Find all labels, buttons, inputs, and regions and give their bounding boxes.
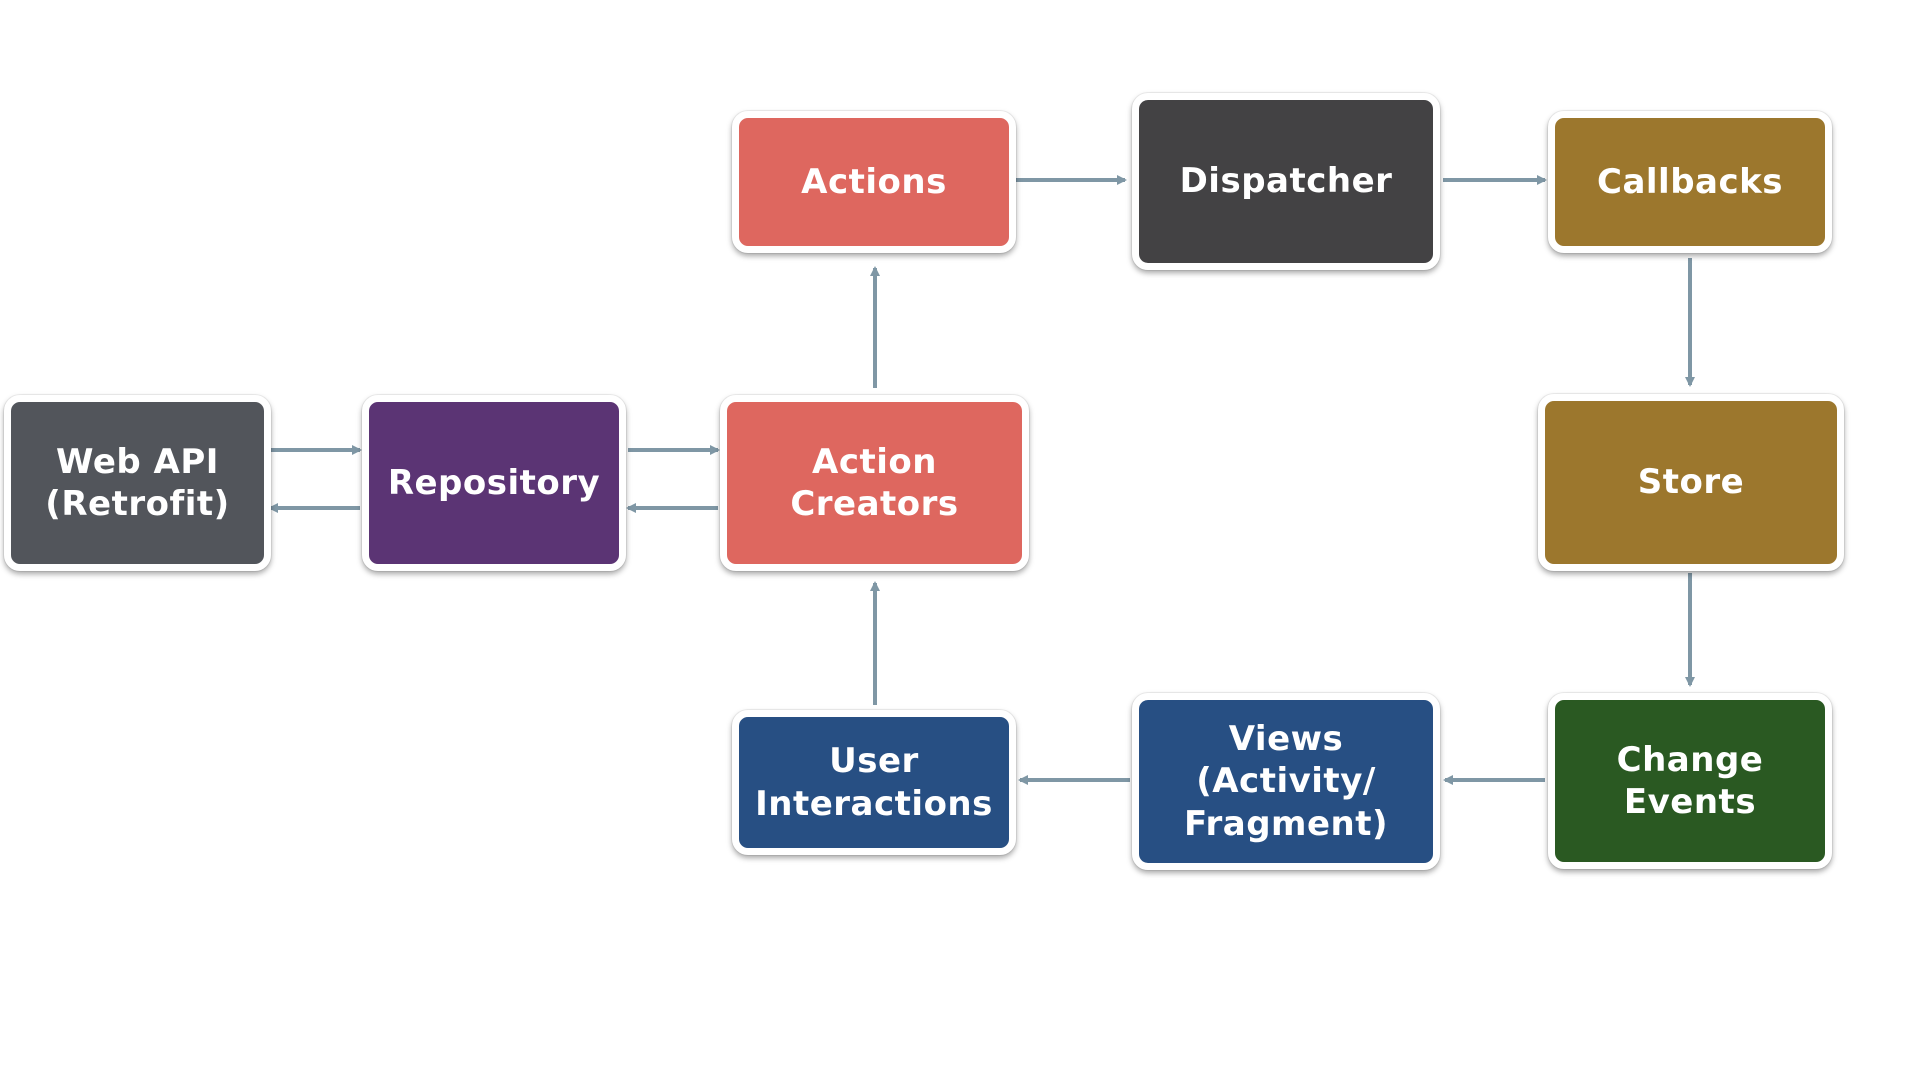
store-box: Store [1538, 394, 1844, 571]
repository-box: Repository [362, 395, 626, 571]
change-events-label: Change Events [1616, 739, 1764, 823]
views-label: Views (Activity/ Fragment) [1183, 718, 1389, 844]
repository-label: Repository [387, 462, 601, 503]
dispatcher-label: Dispatcher [1179, 161, 1393, 202]
web-api-label: Web API (Retrofit) [45, 441, 230, 525]
action-creators-box: Action Creators [720, 395, 1029, 571]
actions-box: Actions [732, 111, 1016, 253]
web-api-box: Web API (Retrofit) [4, 395, 271, 571]
callbacks-box: Callbacks [1548, 111, 1832, 253]
change-events-box: Change Events [1548, 693, 1832, 869]
dispatcher-box: Dispatcher [1132, 93, 1440, 270]
action-creators-label: Action Creators [790, 441, 959, 525]
callbacks-label: Callbacks [1597, 161, 1783, 202]
user-interactions-box: User Interactions [732, 710, 1016, 855]
store-label: Store [1637, 462, 1745, 503]
actions-label: Actions [801, 161, 947, 202]
user-interactions-label: User Interactions [755, 741, 993, 824]
views-box: Views (Activity/ Fragment) [1132, 693, 1440, 870]
